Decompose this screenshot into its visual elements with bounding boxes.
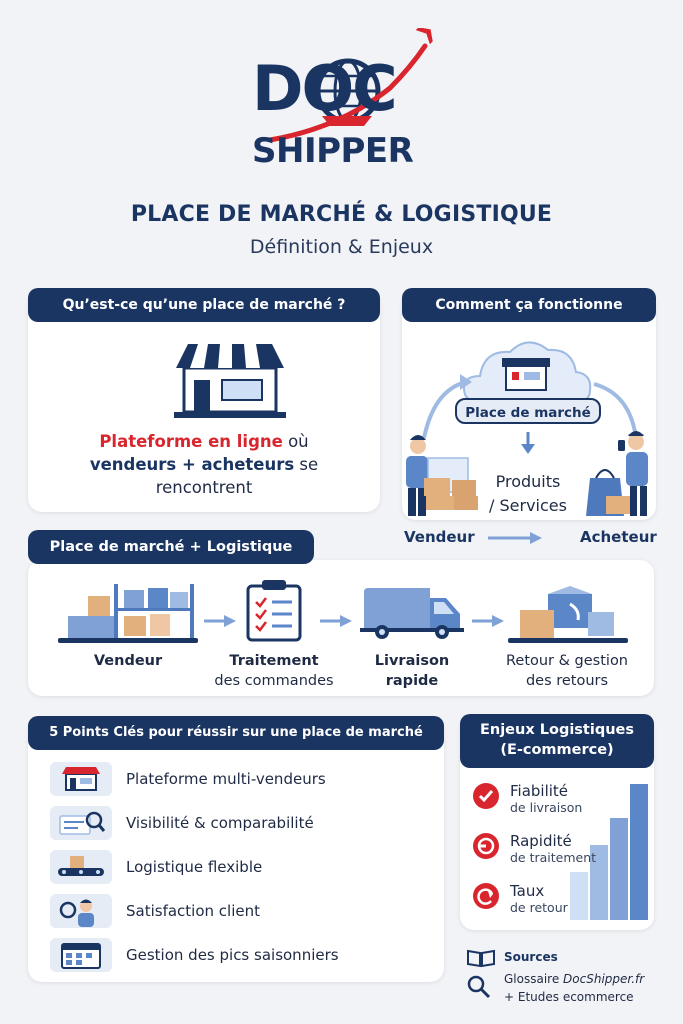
stakes-bar <box>570 872 588 920</box>
products-services-label: Produits / Services <box>470 470 586 518</box>
stakes-tab-line-1: Enjeux Logistiques <box>479 722 634 738</box>
arrow-right-icon <box>320 615 352 627</box>
key-point-label: Logistique flexible <box>126 858 263 876</box>
step-seller-label: Vendeur <box>58 652 198 672</box>
stake-title: Rapidité <box>510 832 572 850</box>
warehouse-icon <box>58 584 198 643</box>
stake-sub: de livraison <box>510 800 583 815</box>
sources-line-2: + Etudes ecommerce <box>504 990 634 1004</box>
page-title: PLACE DE MARCHÉ & LOGISTIQUE <box>130 202 553 227</box>
definition-line-1: Plateforme en ligne où <box>40 430 368 453</box>
logistics-tab: Place de marché + Logistique <box>28 530 314 564</box>
compare-icon <box>50 806 112 840</box>
products-text: Produits <box>495 472 561 491</box>
arrow-right-icon <box>204 615 236 627</box>
sources-title: Sources <box>504 950 558 964</box>
speed-icon <box>473 833 499 859</box>
sources-link: DocShipper.fr <box>563 972 645 986</box>
definition-highlight: Plateforme en ligne <box>99 432 283 451</box>
definition-line-2-rest: se <box>294 455 319 475</box>
stake-item: Taux de retour <box>510 882 640 916</box>
check-icon <box>473 783 499 809</box>
stake-item: Rapidité de traitement <box>510 832 640 866</box>
definition-text: Plateforme en ligne où vendeurs + achete… <box>40 430 368 499</box>
stakes-tab: Enjeux Logistiques (E-commerce) <box>460 714 654 768</box>
step-2-line-1: Traitement <box>229 653 319 669</box>
key-point-item: Logistique flexible <box>50 850 430 886</box>
truck-icon <box>360 588 464 639</box>
logo-shipper-text: SHIPPER <box>252 131 414 171</box>
sources-text: Glossaire DocShipper.fr + Etudes ecommer… <box>504 970 644 1006</box>
clipboard-icon <box>246 580 302 642</box>
stake-title: Fiabilité <box>510 782 569 800</box>
stake-sub: de retour <box>510 900 568 915</box>
key-point-label: Plateforme multi-vendeurs <box>126 770 326 788</box>
definition-line-1-rest: où <box>282 432 309 451</box>
stake-item: Fiabilité de livraison <box>510 782 640 816</box>
key-point-item: Visibilité & comparabilité <box>50 806 430 842</box>
stakes-tab-line-2: (E-commerce) <box>500 742 614 759</box>
definition-tab: Qu’est-ce qu’une place de marché ? <box>28 288 380 322</box>
seller-label: Vendeur <box>404 528 475 546</box>
search-icon <box>467 975 491 999</box>
definition-line-2: vendeurs + acheteurs se <box>40 453 368 476</box>
step-returns-label: Retour & gestion des retours <box>488 652 646 691</box>
sources-line-1: Glossaire DocShipper.fr <box>504 970 644 988</box>
seller-person-icon <box>406 435 478 516</box>
stake-title: Taux <box>510 882 545 900</box>
step-delivery-label: Livraison rapide <box>352 652 472 691</box>
calendar-icon <box>50 938 112 972</box>
stakes-bar <box>590 845 608 920</box>
key-point-label: Satisfaction client <box>126 902 260 920</box>
docshipper-logo: DOC SHIPPER <box>0 28 683 178</box>
marketplace-label: Place de marché <box>455 398 601 424</box>
step-orders-label: Traitement des commandes <box>196 652 352 691</box>
refresh-icon <box>473 883 499 909</box>
support-agent-icon <box>50 894 112 928</box>
stake-sub: de traitement <box>510 850 597 865</box>
conveyor-icon <box>50 850 112 884</box>
stakes-bar <box>610 818 628 920</box>
key-point-item: Gestion des pics saisonniers <box>50 938 430 974</box>
book-icon <box>467 949 495 968</box>
buyer-label: Acheteur <box>580 528 657 546</box>
store-icon <box>50 762 112 796</box>
how-tab: Comment ça fonctionne <box>402 288 656 322</box>
stakes-bar-chart <box>570 784 648 920</box>
key-point-label: Visibilité & comparabilité <box>126 814 314 832</box>
step-4-line-2: des retours <box>525 672 609 689</box>
sources-line-1-prefix: Glossaire <box>504 972 564 986</box>
definition-line-3: rencontrent <box>155 478 253 498</box>
key-points-tab: 5 Points Clés pour réussir sur une place… <box>28 716 444 750</box>
arrow-right-icon <box>472 615 504 627</box>
key-point-label: Gestion des pics saisonniers <box>126 946 339 964</box>
marketplace-cloud-diagram <box>406 341 648 516</box>
key-point-item: Plateforme multi-vendeurs <box>50 762 430 798</box>
storefront-icon <box>174 344 286 418</box>
arrow-right-icon <box>488 532 542 544</box>
step-1-line-1: Vendeur <box>93 653 163 669</box>
definition-strong: vendeurs + acheteurs <box>89 455 295 475</box>
step-3-line-1: Livraison <box>374 653 450 669</box>
step-2-line-2: des commandes <box>214 672 334 689</box>
logo-doc-text: DOC <box>252 52 398 125</box>
buyer-person-icon <box>586 431 648 516</box>
globe-plane-icon <box>267 28 441 143</box>
step-4-line-1: Retour & gestion <box>505 653 629 669</box>
stakes-bar <box>630 784 648 920</box>
services-text: / Services <box>489 496 567 515</box>
page-subtitle: Définition & Enjeux <box>249 236 434 258</box>
return-boxes-icon <box>508 586 628 643</box>
step-3-line-2: rapide <box>385 672 439 689</box>
key-point-item: Satisfaction client <box>50 894 430 930</box>
